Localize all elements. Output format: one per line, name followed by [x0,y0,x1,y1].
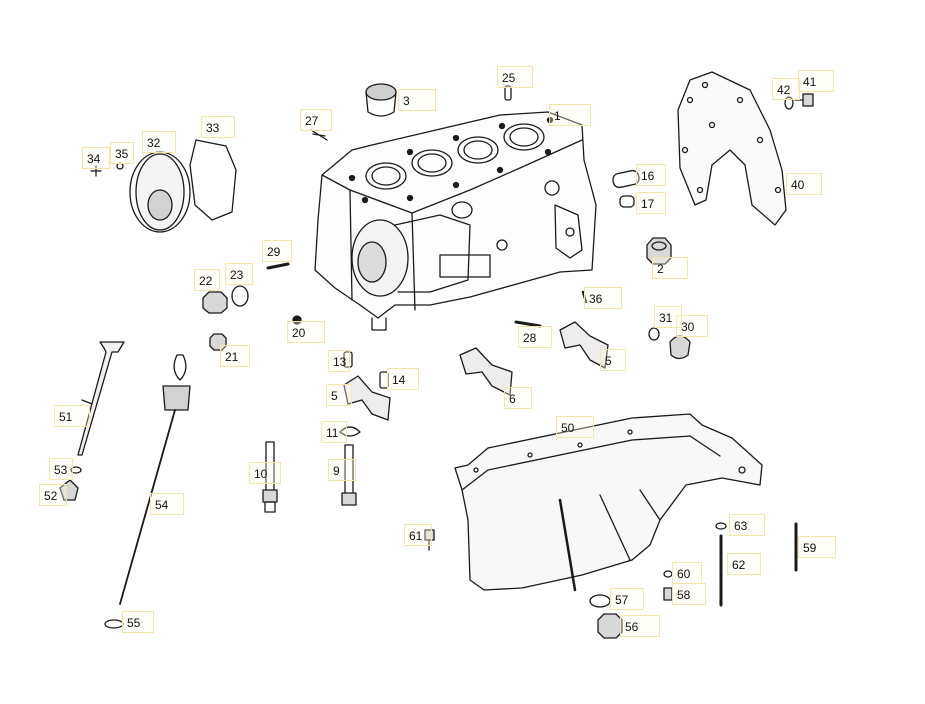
callout-16: 16 [636,164,666,186]
callout-60: 60 [672,562,702,584]
callout-25: 25 [497,66,533,88]
callout-9: 9 [328,459,356,481]
bearing-cap-5-right [559,321,609,369]
callout-52: 52 [39,484,67,506]
elbow-fitting-52 [59,479,79,501]
callout-28: 28 [518,326,552,348]
callout-5-right: 5 [600,349,626,371]
engine-end-plate [677,71,787,226]
callout-41: 41 [798,70,834,92]
callout-36: 36 [584,287,622,309]
stud-27 [310,129,328,141]
callout-59: 59 [798,536,836,558]
callout-13: 13 [328,350,350,372]
bolt-58 [663,587,673,601]
bolt-10 [262,441,278,513]
stud-28 [514,320,542,328]
plug-22 [202,291,228,314]
callout-5-left: 5 [326,384,352,406]
washer-63 [715,522,727,530]
callout-63: 63 [729,514,765,536]
nut-21 [209,333,227,351]
callout-51: 51 [54,405,90,427]
callout-58: 58 [672,583,706,605]
freeze-plug [365,83,397,117]
dowel-pin [504,85,512,101]
callout-42: 42 [772,78,800,100]
callout-23: 23 [225,263,253,285]
dipstick-guide-tube-51 [77,341,125,456]
callout-34: 34 [82,147,110,169]
seal-ring-23 [231,285,249,307]
callout-2: 2 [652,257,688,279]
callout-6: 6 [504,387,532,409]
thrust-washer-11 [339,426,361,437]
callout-32: 32 [142,131,176,153]
callout-55: 55 [122,611,154,633]
washer-53 [70,466,82,474]
callout-54: 54 [150,493,184,515]
callout-53: 53 [49,458,73,480]
engine-block [314,111,597,331]
callout-20: 20 [287,321,325,343]
callout-14: 14 [387,368,419,390]
callout-17: 17 [636,192,666,214]
oil-pan-50 [454,413,763,592]
callout-29: 29 [262,240,292,262]
seal-ring-55 [104,619,124,629]
screw-34 [90,165,102,177]
bearing-cap-5-left [343,375,391,421]
bolt-41 [794,93,814,107]
washer-60 [663,570,673,578]
plug-30 [669,335,691,360]
callout-10: 10 [249,462,281,484]
callout-21: 21 [220,345,250,367]
callout-1: 1 [549,104,591,126]
seal-ring-57 [589,594,611,608]
front-cover-32 [129,151,191,233]
callout-30: 30 [676,315,708,337]
callout-57: 57 [610,588,644,610]
ring-31 [648,327,660,341]
callout-62: 62 [727,553,761,575]
drain-plug-56 [597,613,623,639]
sleeve-13 [343,351,353,368]
bushing-16 [612,169,640,189]
gasket-33 [189,139,237,221]
callout-40: 40 [786,173,822,195]
bushing-17 [619,195,635,208]
bolt-9 [341,444,357,506]
callout-11: 11 [321,421,347,443]
bearing-cap-6 [459,347,513,396]
callout-61: 61 [404,524,432,546]
callout-33: 33 [201,116,235,138]
callout-56: 56 [620,615,660,637]
callout-50: 50 [556,416,594,438]
dipstick-54 [119,354,191,605]
washer-42 [784,96,794,110]
callout-22: 22 [194,269,220,291]
nut-20 [292,315,302,325]
sleeve-14 [379,371,389,389]
callout-27: 27 [300,109,332,131]
callout-31: 31 [654,306,682,328]
callout-35: 35 [110,142,134,164]
stud-29 [266,262,290,270]
callout-3: 3 [398,89,436,111]
